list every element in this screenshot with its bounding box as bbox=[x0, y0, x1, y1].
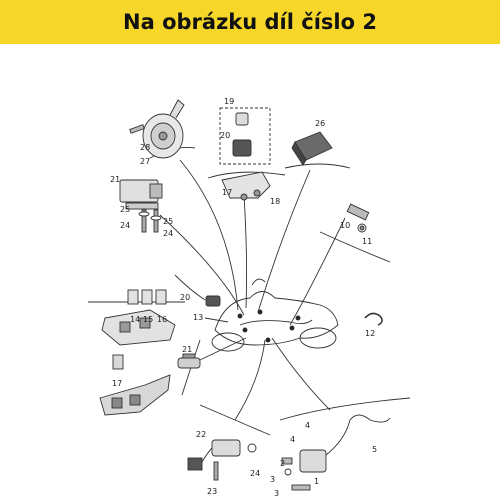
sensor-part bbox=[346, 203, 370, 233]
horn-part bbox=[129, 99, 185, 159]
fuse-box-part bbox=[101, 289, 176, 346]
leader-sensor bbox=[289, 217, 346, 326]
label-16: 22 bbox=[196, 430, 206, 439]
label-27: 27 bbox=[140, 157, 150, 166]
leader-13 bbox=[181, 339, 201, 396]
motorcycle-outline bbox=[211, 278, 339, 352]
leader-fuse bbox=[204, 317, 229, 323]
label-23: 21 bbox=[110, 175, 120, 184]
control-unit-part bbox=[291, 131, 333, 166]
leader-relay-left bbox=[159, 214, 245, 316]
leader-unit bbox=[257, 169, 311, 313]
title-banner: Na obrázku díl číslo 2 bbox=[0, 0, 500, 44]
separator-sensor bbox=[319, 231, 391, 263]
ignition-coil-part bbox=[281, 414, 391, 491]
label-19: 17 bbox=[222, 188, 232, 197]
label-25-right: 25 bbox=[163, 217, 173, 226]
label-4-top: 4 bbox=[305, 421, 310, 430]
label-15: 21 bbox=[182, 345, 192, 354]
label-20: 18 bbox=[270, 197, 280, 206]
flasher-part bbox=[99, 354, 171, 416]
bracket-part bbox=[221, 171, 271, 201]
label-28: 28 bbox=[140, 143, 150, 152]
label-12: 16 bbox=[157, 315, 167, 324]
separator-coil bbox=[279, 397, 411, 421]
label-14: 20 bbox=[180, 293, 190, 302]
label-4-bottom: 4 bbox=[290, 435, 295, 444]
switch-part bbox=[177, 353, 201, 369]
label-7: 11 bbox=[362, 237, 372, 246]
leader-coil bbox=[271, 337, 331, 411]
label-8: 12 bbox=[365, 329, 375, 338]
label-13: 17 bbox=[112, 379, 122, 388]
relay-block-part bbox=[119, 179, 163, 233]
clip-part bbox=[364, 312, 383, 326]
label-18: 24 bbox=[250, 469, 260, 478]
part-group-box bbox=[219, 107, 271, 165]
label-6: 10 bbox=[340, 221, 350, 230]
leader-starter bbox=[234, 339, 266, 421]
leader-horn bbox=[179, 159, 239, 311]
label-2: 2 bbox=[280, 459, 285, 468]
label-22: 20 bbox=[220, 131, 230, 140]
label-1: 1 bbox=[314, 477, 319, 486]
starter-relay-part bbox=[187, 439, 257, 481]
separator-relay bbox=[207, 171, 286, 179]
label-26: 26 bbox=[315, 119, 325, 128]
label-24-left: 24 bbox=[120, 221, 130, 230]
label-3-top: 3 bbox=[270, 475, 275, 484]
connector-part bbox=[174, 274, 221, 307]
label-9: 13 bbox=[193, 313, 203, 322]
label-17: 23 bbox=[207, 487, 217, 496]
separator-unit bbox=[284, 163, 351, 169]
label-3-bottom: 3 bbox=[274, 489, 279, 498]
label-24-right: 24 bbox=[163, 229, 173, 238]
label-10: 14 bbox=[130, 315, 140, 324]
leader-switch bbox=[199, 337, 247, 361]
label-25-left: 25 bbox=[120, 205, 130, 214]
label-21: 19 bbox=[224, 97, 234, 106]
page-title: Na obrázku díl číslo 2 bbox=[123, 10, 377, 34]
relay-part bbox=[232, 112, 252, 157]
label-5: 5 bbox=[372, 445, 377, 454]
label-11: 15 bbox=[143, 315, 153, 324]
